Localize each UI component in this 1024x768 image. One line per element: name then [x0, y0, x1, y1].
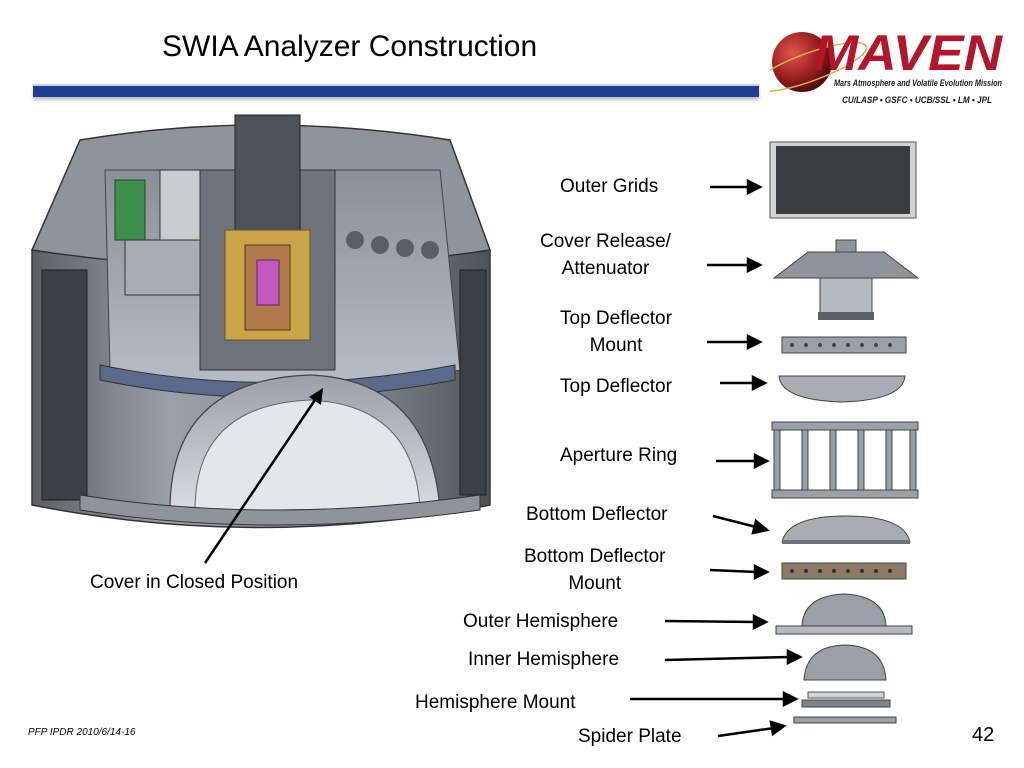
top-deflector-mount-image — [781, 336, 907, 354]
label-hemisphere-mount: Hemisphere Mount — [415, 692, 576, 713]
logo-partners: CU/LASP • GSFC • UCB/SSL • LM • JPL — [842, 95, 992, 105]
outer-hemisphere-image — [775, 593, 913, 635]
hemisphere-mount-image — [801, 691, 891, 708]
label-outer-grids: Outer Grids — [560, 176, 659, 197]
cover-closed-label: Cover in Closed Position — [90, 572, 299, 593]
top-deflector-image — [778, 375, 906, 403]
bottom-deflector-mount-image — [781, 562, 907, 580]
maven-logo: MAVEN Mars Atmosphere and Volatile Evolu… — [770, 25, 1003, 105]
bottom-deflector-image — [781, 515, 911, 544]
label-inner-hemisphere: Inner Hemisphere — [468, 649, 620, 670]
label-cover-release-attenuator: Cover Release/Attenuator — [540, 231, 671, 279]
logo-subtitle: Mars Atmosphere and Volatile Evolution M… — [834, 78, 1002, 88]
logo-wordmark: MAVEN — [814, 25, 1003, 81]
label-top-deflector: Top Deflector — [560, 376, 672, 397]
label-aperture-ring: Aperture Ring — [560, 445, 678, 466]
title-underline-highlight — [33, 84, 759, 86]
page-number: 42 — [972, 724, 995, 746]
outer-grids-image — [769, 141, 917, 219]
inner-hemisphere-image — [803, 644, 887, 681]
label-outer-hemisphere: Outer Hemisphere — [463, 611, 619, 632]
label-spider-plate: Spider Plate — [578, 726, 682, 747]
cover-closed-arrow — [203, 388, 323, 564]
aperture-ring-image — [771, 421, 919, 499]
cover-release-image — [772, 239, 920, 320]
slide-title: SWIA Analyzer Construction — [162, 30, 538, 63]
mars-planet-icon — [772, 32, 832, 92]
label-bottom-deflector: Bottom Deflector — [526, 504, 668, 525]
swia-cutaway-illustration — [30, 114, 492, 529]
spider-plate-image — [793, 716, 897, 724]
footer-text: PFP IPDR 2010/6/14-16 — [28, 727, 136, 738]
title-underline-bar — [33, 86, 759, 97]
